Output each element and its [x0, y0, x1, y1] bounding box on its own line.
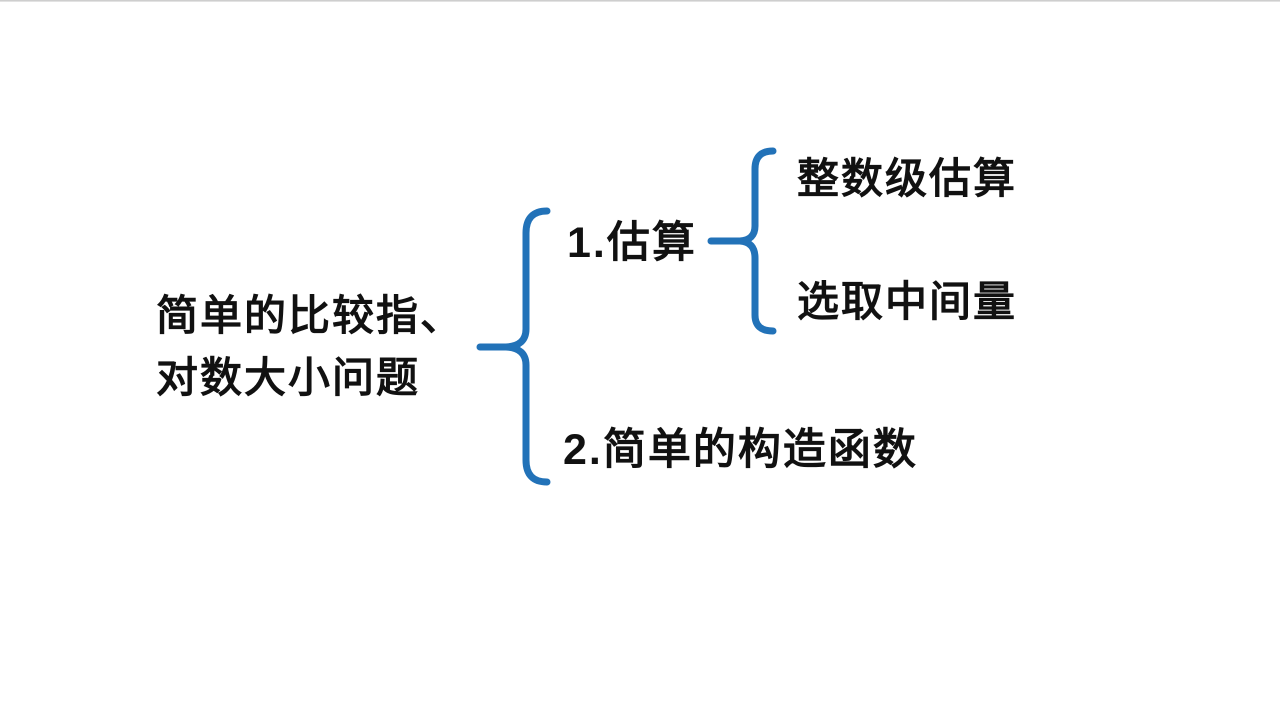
root-node-line1: 简单的比较指、	[156, 292, 465, 339]
branch-estimation-label: 1.估算	[567, 219, 697, 267]
root-curly-brace-icon	[476, 207, 551, 486]
root-node: 简单的比较指、 对数大小问题	[156, 285, 464, 409]
child-integer-estimation-label: 整数级估算	[797, 155, 1018, 202]
top-border-line	[0, 0, 1280, 2]
root-node-line2: 对数大小问题	[156, 354, 421, 401]
branch-construct-function-label: 2.简单的构造函数	[563, 426, 918, 474]
estimation-curly-brace-icon	[707, 147, 777, 335]
child-intermediate-value-label: 选取中间量	[797, 278, 1018, 325]
